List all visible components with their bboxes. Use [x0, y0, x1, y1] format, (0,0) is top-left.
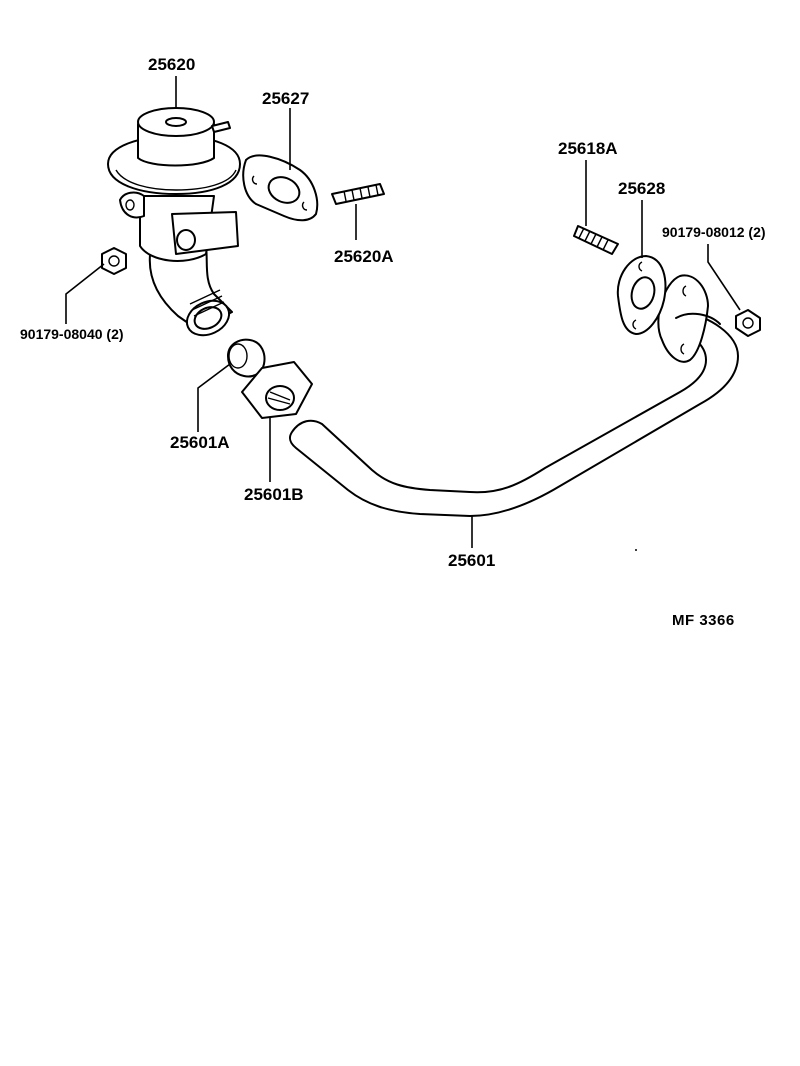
- label-valve-nut: 90179-08040 (2): [20, 326, 124, 342]
- label-pipe-flange-nut: 90179-08012 (2): [662, 224, 766, 240]
- union-nut: [241, 361, 313, 419]
- pipe-gasket: [616, 255, 667, 335]
- leader-lines: [65, 76, 741, 548]
- label-valve-stud: 25620A: [334, 247, 394, 266]
- label-union-nut: 25601B: [244, 485, 304, 504]
- label-pipe-gasket: 25628: [618, 179, 666, 198]
- speck: [635, 549, 637, 551]
- pipe-flange-nut: [735, 309, 761, 337]
- valve-nut: [101, 247, 127, 275]
- valve-stud: [331, 183, 385, 205]
- valve-gasket: [242, 154, 319, 222]
- figure-reference: MF 3366: [672, 612, 735, 629]
- union-fitting: [227, 338, 266, 378]
- label-union-fitting: 25601A: [170, 433, 230, 452]
- label-egr-valve: 25620: [148, 55, 196, 74]
- egr-valve: [107, 107, 241, 337]
- pipe-stud: [573, 225, 619, 255]
- label-egr-pipe: 25601: [448, 551, 496, 570]
- label-pipe-stud: 25618A: [558, 139, 618, 158]
- label-valve-gasket: 25627: [262, 89, 310, 108]
